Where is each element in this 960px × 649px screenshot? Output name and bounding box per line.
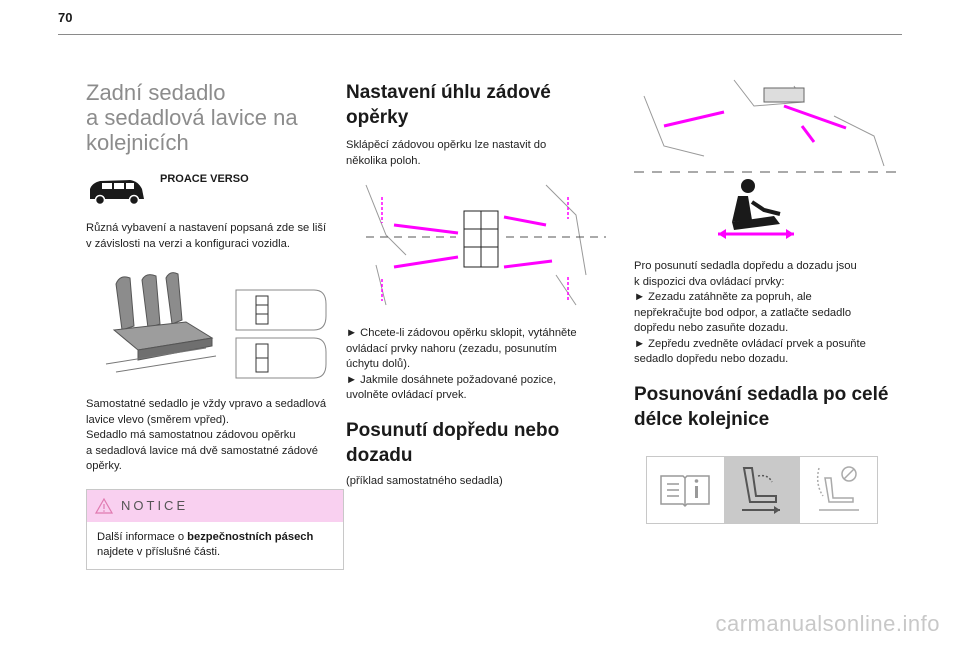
text-line: Různá vybavení a nastavení popsaná zde s… bbox=[86, 222, 327, 234]
text-line: několika poloh. bbox=[346, 154, 421, 167]
seat-no-recline-icon bbox=[816, 465, 859, 511]
section-title-rear-seat: Zadní sedadlo a sedadlová lavice na kole… bbox=[86, 80, 344, 155]
step-line: nepřekračujte bod odpor, a zatlačte seda… bbox=[634, 306, 852, 319]
seat-slide-icon-cell bbox=[723, 456, 801, 523]
title-line: Posunování sedadla po celé bbox=[634, 383, 889, 405]
symbol-strip bbox=[646, 455, 878, 524]
seat-slide-icon bbox=[742, 466, 780, 514]
step-line: ► Jakmile dosáhnete požadované pozice, bbox=[346, 373, 557, 386]
rear-seats-illustration bbox=[86, 264, 344, 382]
text-line: Sklápěcí zádovou opěrku lze nastavit do bbox=[346, 139, 547, 151]
title-line: kolejnicích bbox=[86, 130, 189, 155]
notice-text: najdete v příslušné části. bbox=[97, 546, 221, 558]
title-line: a sedadlová lavice na bbox=[86, 105, 298, 130]
vehicle-label: PROACE VERSO bbox=[160, 173, 249, 185]
step-line: úchytu dolů). bbox=[346, 358, 411, 370]
step-line: ► Chcete-li zádovou opěrku sklopit, vytá… bbox=[346, 327, 577, 339]
notice-title: NOTICE bbox=[121, 498, 189, 513]
text-line: a sedadlová lavice má dvě samostatné zád… bbox=[86, 444, 318, 457]
seat-slide-illustration bbox=[634, 76, 896, 246]
text-line: opěrky. bbox=[86, 460, 122, 472]
step-line: ovládací prvky nahoru (zezadu, posunutím bbox=[346, 342, 557, 355]
text-line: v závislosti na verzi a konfiguraci vozi… bbox=[86, 237, 290, 250]
vehicle-row: PROACE VERSO bbox=[86, 171, 344, 207]
manual-book-icon bbox=[660, 474, 711, 507]
seat-description: Samostatné sedadlo je vždy vpravo a seda… bbox=[86, 397, 344, 475]
backrest-controls-illustration bbox=[346, 175, 608, 311]
notice-link-text: bezpečnostních pásech bbox=[187, 530, 314, 543]
section-title-forward-backward: Posunutí dopředu nebo dozadu bbox=[346, 418, 608, 468]
column-3: Pro posunutí sedadla dopředu a dozadu js… bbox=[634, 76, 896, 524]
top-rule bbox=[58, 34, 902, 35]
slide-instructions: Pro posunutí sedadla dopředu a dozadu js… bbox=[634, 259, 896, 368]
section-title-backrest-angle: Nastavení úhlu zádové opěrky bbox=[346, 80, 608, 130]
title-line: Posunutí dopředu nebo bbox=[346, 419, 560, 441]
column-2: Nastavení úhlu zádové opěrky Sklápěcí zá… bbox=[346, 80, 608, 489]
step-line: ► Zepředu zvedněte ovládací prvek a posu… bbox=[634, 337, 866, 350]
notice-body: Další informace o bezpečnostních pásech … bbox=[87, 522, 343, 569]
example-note: (příklad samostatného sedadla) bbox=[346, 474, 503, 487]
column-1: Zadní sedadlo a sedadlová lavice na kole… bbox=[86, 80, 344, 570]
section-title-full-rail: Posunování sedadla po celé délce kolejni… bbox=[634, 382, 896, 432]
notice-text: Další informace o bbox=[97, 530, 188, 543]
manual-book-icon-cell bbox=[647, 457, 724, 523]
intro-text: Různá vybavení a nastavení popsaná zde s… bbox=[86, 221, 344, 252]
title-line: dozadu bbox=[346, 444, 413, 466]
van-icon bbox=[90, 180, 144, 206]
title-line: Nastavení úhlu zádové bbox=[346, 82, 551, 103]
notice-header: NOTICE bbox=[87, 489, 343, 522]
text-line: Sedadlo má samostatnou zádovou opěrku bbox=[86, 429, 296, 441]
text-line: k dispozici dva ovládací prvky: bbox=[634, 275, 785, 288]
warning-icon bbox=[95, 497, 113, 514]
step-line: dopředu nebo zasuňte dozadu. bbox=[634, 322, 789, 334]
title-line: Zadní sedadlo bbox=[86, 80, 226, 105]
notice-box: NOTICE Další informace o bezpečnostních … bbox=[86, 488, 344, 570]
backrest-steps: ► Chcete-li zádovou opěrku sklopit, vytá… bbox=[346, 326, 608, 404]
seat-no-recline-icon-cell bbox=[800, 457, 877, 523]
title-line: opěrky bbox=[346, 107, 409, 128]
step-line: uvolněte ovládací prvek. bbox=[346, 389, 467, 401]
text-line: lavice vlevo (směrem vpřed). bbox=[86, 413, 229, 426]
step-line: ► Zezadu zatáhněte za popruh, ale bbox=[634, 291, 812, 303]
text-line: Pro posunutí sedadla dopředu a dozadu js… bbox=[634, 260, 857, 272]
title-line: délce kolejnice bbox=[634, 408, 770, 430]
backrest-intro: Sklápěcí zádovou opěrku lze nastavit do … bbox=[346, 138, 608, 169]
step-line: sedadlo dopředu nebo dozadu. bbox=[634, 353, 789, 365]
page-number: 70 bbox=[58, 10, 73, 25]
text-line: Samostatné sedadlo je vždy vpravo a seda… bbox=[86, 398, 327, 410]
watermark: carmanualsonline.info bbox=[715, 611, 940, 636]
